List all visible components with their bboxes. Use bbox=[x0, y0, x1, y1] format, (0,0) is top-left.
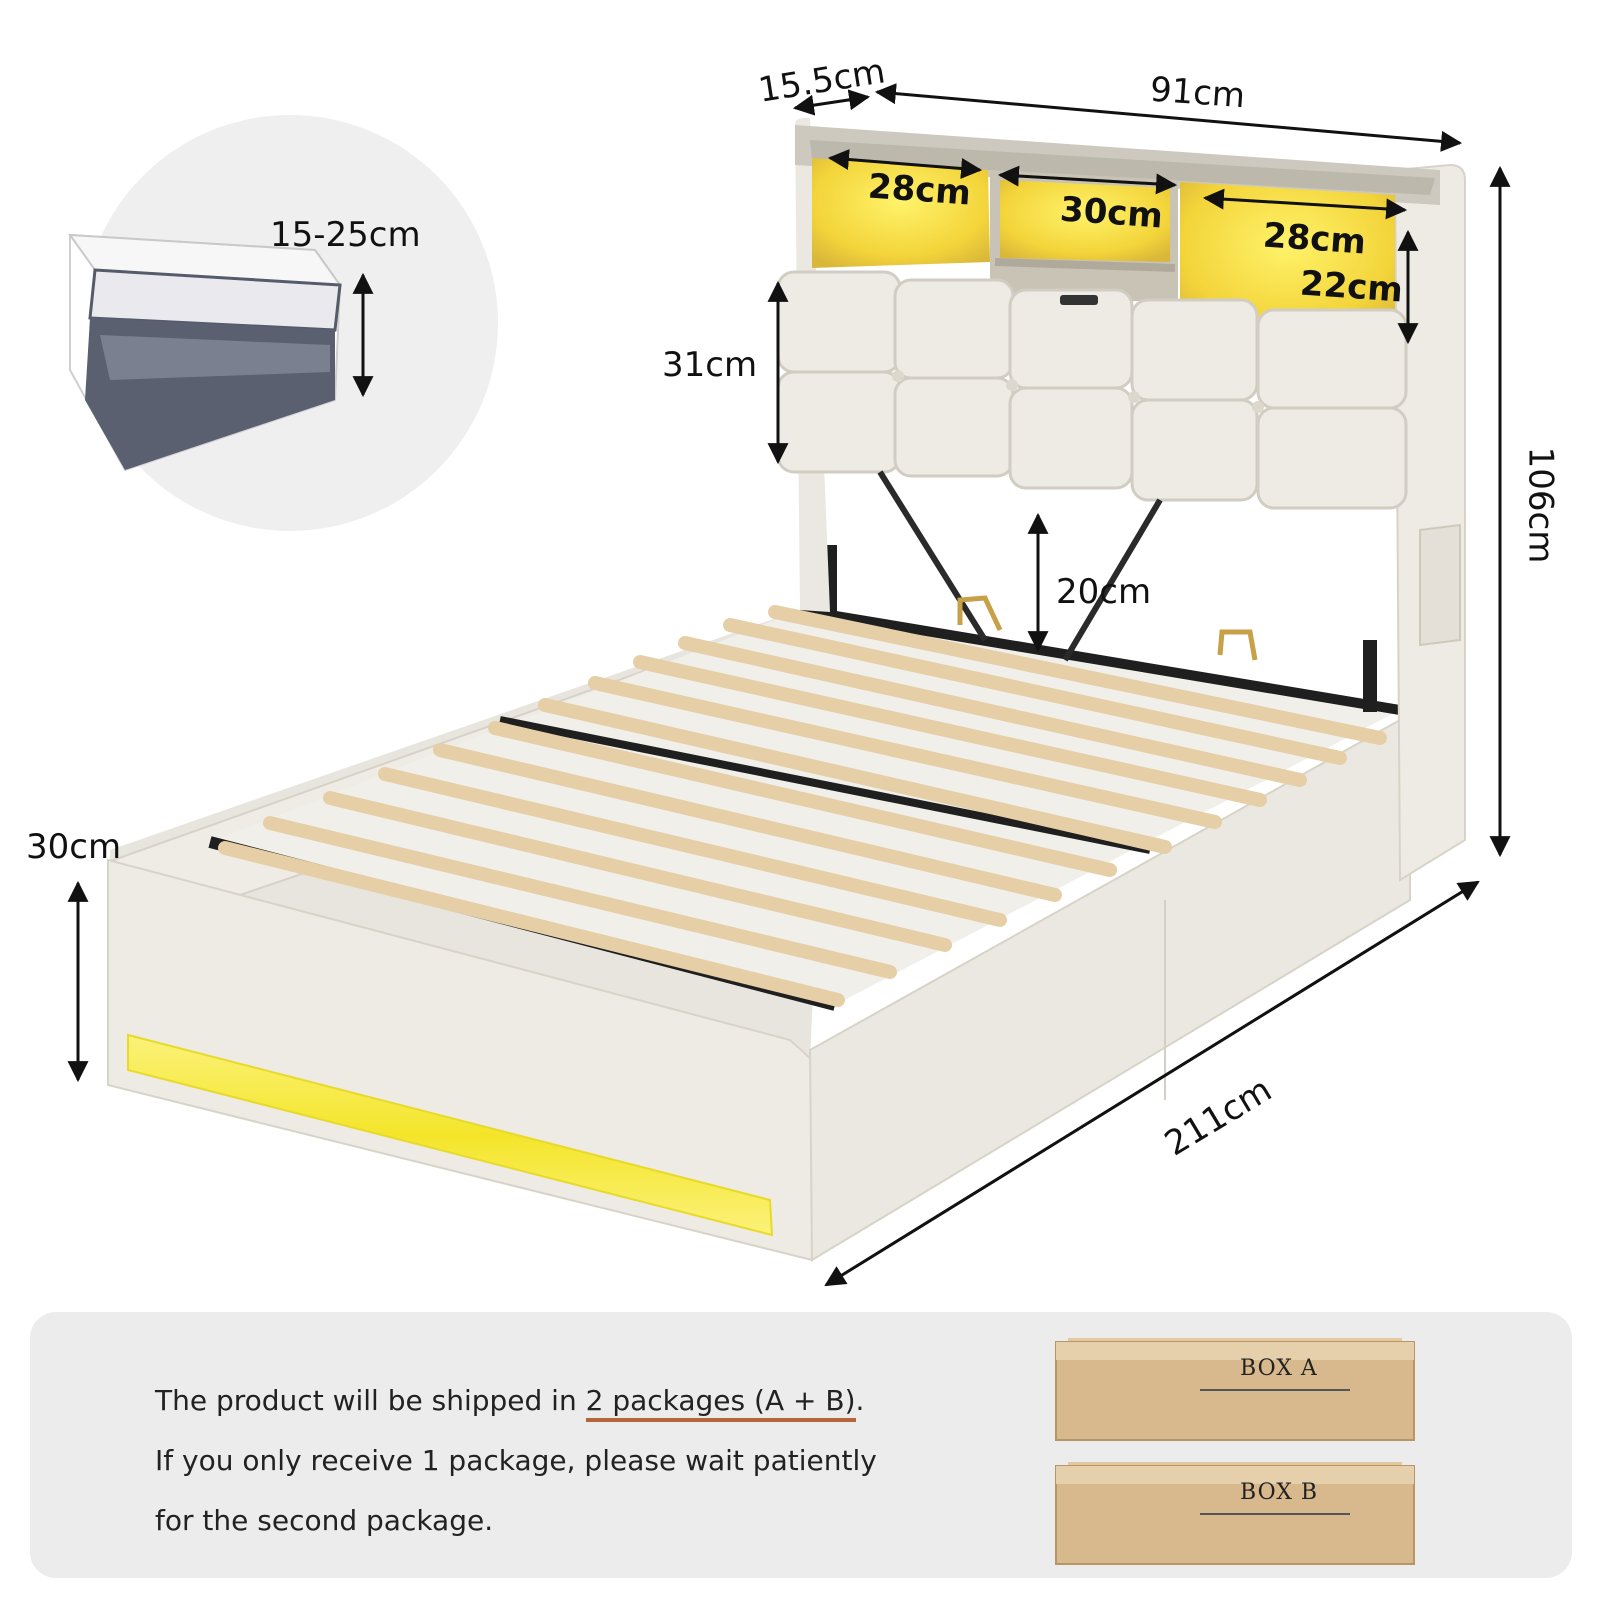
package-boxes bbox=[1055, 1338, 1415, 1565]
shipping-info-panel: The product will be shipped in 2 package… bbox=[30, 1312, 1572, 1578]
box-a-label: BOX A bbox=[1240, 1356, 1318, 1381]
right-shelf-width-label: 28cm bbox=[1261, 215, 1368, 263]
bed-height-label: 30cm bbox=[26, 827, 122, 867]
headboard-panel-height-label: 31cm bbox=[662, 345, 758, 385]
slats bbox=[218, 605, 1387, 1007]
dimension-arrows bbox=[67, 83, 1511, 1287]
tufted-headboard bbox=[776, 270, 1408, 510]
shipping-line-1-prefix: The product will be shipped in bbox=[155, 1384, 586, 1417]
left-shelf-compartment bbox=[812, 158, 990, 268]
shipping-line-2: If you only receive 1 package, please wa… bbox=[155, 1444, 877, 1477]
mattress-inset bbox=[67, 115, 498, 531]
shipping-line-3: for the second package. bbox=[155, 1504, 494, 1537]
under-headboard-gap-label: 20cm bbox=[1056, 572, 1152, 612]
headboard-width-label: 91cm bbox=[1148, 69, 1247, 117]
shipping-line-1: The product will be shipped in 2 package… bbox=[155, 1384, 865, 1422]
left-shelf-width-label: 28cm bbox=[866, 166, 973, 214]
box-a bbox=[1055, 1338, 1415, 1441]
bed-illustration bbox=[67, 83, 1511, 1287]
mattress-thickness-label: 15-25cm bbox=[270, 215, 421, 255]
middle-shelf-width-label: 30cm bbox=[1058, 189, 1165, 237]
led-strip bbox=[127, 1033, 774, 1237]
shipping-line-1-suffix: . bbox=[855, 1384, 865, 1417]
shipping-packages-highlight: 2 packages (A + B) bbox=[585, 1384, 856, 1422]
usb-port bbox=[1060, 295, 1098, 305]
box-b bbox=[1055, 1462, 1415, 1565]
box-b-label: BOX B bbox=[1240, 1480, 1319, 1505]
total-height-label: 106cm bbox=[1520, 446, 1561, 564]
shelf-height-label: 22cm bbox=[1298, 263, 1405, 311]
